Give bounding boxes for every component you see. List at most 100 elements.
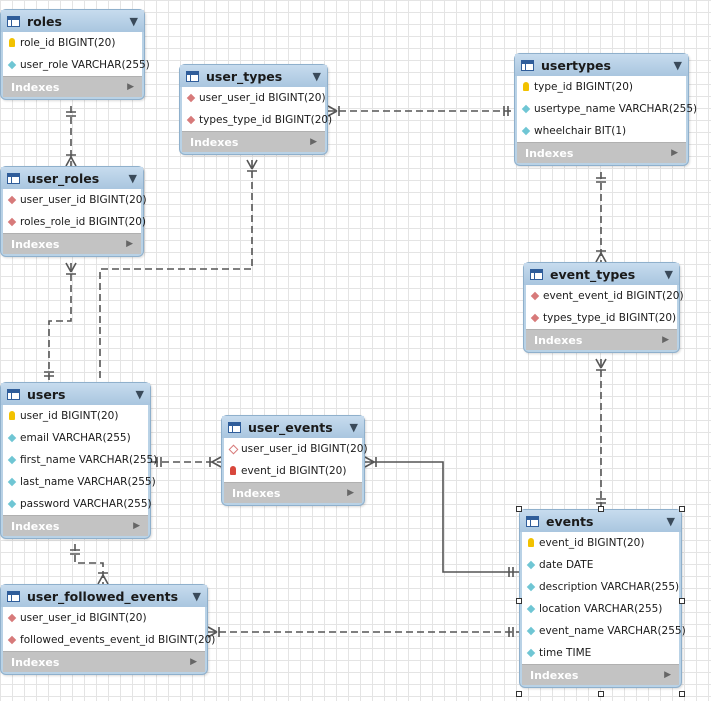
expand-arrow-icon[interactable]: ▶ <box>133 521 140 531</box>
indexes-section[interactable]: Indexes▶ <box>182 131 325 152</box>
expand-arrow-icon[interactable]: ▶ <box>127 82 134 92</box>
collapse-toggle-icon[interactable]: ▼ <box>673 58 682 72</box>
column-row[interactable]: followed_events_event_id BIGINT(20) <box>3 629 215 651</box>
table-usertypes[interactable]: usertypes▼type_id BIGINT(20)usertype_nam… <box>514 53 697 166</box>
collapse-toggle-icon[interactable]: ▼ <box>135 387 144 401</box>
column-row[interactable]: event_id BIGINT(20) <box>224 460 362 482</box>
indexes-label: Indexes <box>11 519 60 533</box>
table-user-followed-events[interactable]: user_followed_events▼user_user_id BIGINT… <box>0 584 215 675</box>
table-name: user_types <box>206 68 283 84</box>
column-row[interactable]: time TIME <box>522 642 679 664</box>
column-row[interactable]: event_event_id BIGINT(20) <box>526 285 684 307</box>
indexes-label: Indexes <box>534 333 583 347</box>
indexes-section[interactable]: Indexes▶ <box>522 664 679 685</box>
collapse-toggle-icon[interactable]: ▼ <box>128 171 137 185</box>
table-header[interactable]: usertypes▼ <box>515 54 688 76</box>
column-label: user_id BIGINT(20) <box>20 410 119 422</box>
column-row[interactable]: roles_role_id BIGINT(20) <box>3 211 146 233</box>
column-row[interactable]: last_name VARCHAR(255) <box>3 471 156 493</box>
column-label: email VARCHAR(255) <box>20 432 131 444</box>
column-row[interactable]: location VARCHAR(255) <box>522 598 679 620</box>
column-label: event_id BIGINT(20) <box>539 537 645 549</box>
indexes-section[interactable]: Indexes ▶ <box>224 482 362 503</box>
column-row[interactable]: usertype_name VARCHAR(255) <box>517 98 697 120</box>
selection-handle[interactable] <box>679 598 685 604</box>
expand-arrow-icon[interactable]: ▶ <box>190 657 197 667</box>
table-icon <box>526 515 539 527</box>
column-label: event_id BIGINT(20) <box>241 465 347 477</box>
collapse-toggle-icon[interactable]: ▼ <box>664 267 673 281</box>
selection-handle[interactable] <box>516 691 522 697</box>
expand-arrow-icon[interactable]: ▶ <box>126 239 133 249</box>
column-row[interactable]: password VARCHAR(255) <box>3 493 152 515</box>
attribute-icon <box>8 455 16 465</box>
column-row[interactable]: user_user_id BIGINT(20) <box>224 438 368 460</box>
expand-arrow-icon[interactable]: ▶ <box>347 488 354 498</box>
selection-handle[interactable] <box>679 691 685 697</box>
selection-handle[interactable] <box>516 598 522 604</box>
selection-handle[interactable] <box>516 506 522 512</box>
foreign-key-icon <box>531 291 539 301</box>
column-row[interactable]: date DATE <box>522 554 679 576</box>
column-row[interactable]: role_id BIGINT(20) <box>3 32 142 54</box>
table-icon <box>228 421 241 433</box>
table-user-roles[interactable]: user_roles ▼ user_user_id BIGINT(20) roles_… <box>0 166 147 257</box>
collapse-toggle-icon[interactable]: ▼ <box>312 69 321 83</box>
indexes-section[interactable]: Indexes▶ <box>3 233 141 254</box>
table-header[interactable]: user_roles ▼ <box>1 167 143 189</box>
table-icon <box>7 172 20 184</box>
column-row[interactable]: user_user_id BIGINT(20) <box>3 189 147 211</box>
table-users[interactable]: users▼ user_id BIGINT(20) email VARCHAR(25… <box>0 382 157 539</box>
column-row[interactable]: user_id BIGINT(20) <box>3 405 148 427</box>
indexes-section[interactable]: Indexes ▶ <box>3 515 148 536</box>
collapse-toggle-icon[interactable]: ▼ <box>192 589 201 603</box>
expand-arrow-icon[interactable]: ▶ <box>662 335 669 345</box>
table-name: user_roles <box>27 170 100 186</box>
table-header[interactable]: user_types ▼ <box>180 65 327 87</box>
column-row[interactable]: description VARCHAR(255) <box>522 576 679 598</box>
indexes-section[interactable]: Indexes▶ <box>3 651 205 672</box>
table-header[interactable]: user_followed_events▼ <box>1 585 207 607</box>
table-roles[interactable]: roles▼role_id BIGINT(20)user_role VARCHA… <box>0 9 150 100</box>
table-header[interactable]: users▼ <box>1 383 150 405</box>
column-row[interactable]: type_id BIGINT(20) <box>517 76 686 98</box>
collapse-toggle-icon[interactable]: ▼ <box>349 420 358 434</box>
collapse-toggle-icon[interactable]: ▼ <box>666 514 675 528</box>
column-row[interactable]: event_id BIGINT(20) <box>522 532 679 554</box>
column-row[interactable]: user_user_id BIGINT(20) <box>3 607 205 629</box>
table-header[interactable]: roles▼ <box>1 10 144 32</box>
expand-arrow-icon[interactable]: ▶ <box>310 137 317 147</box>
table-columns: role_id BIGINT(20)user_role VARCHAR(255) <box>3 32 150 76</box>
table-icon <box>530 268 543 280</box>
indexes-label: Indexes <box>11 80 60 94</box>
table-header[interactable]: events▼ <box>520 510 681 532</box>
column-row[interactable]: types_type_id BIGINT(20) <box>526 307 677 329</box>
selection-handle[interactable] <box>679 506 685 512</box>
column-label: user_user_id BIGINT(20) <box>20 194 147 206</box>
expand-arrow-icon[interactable]: ▶ <box>671 148 678 158</box>
indexes-section[interactable]: Indexes ▶ <box>526 329 677 350</box>
table-user-types[interactable]: user_types ▼ user_user_id BIGINT(20)types_… <box>179 64 332 155</box>
many-cardinality-marker <box>65 262 77 275</box>
indexes-label: Indexes <box>232 486 281 500</box>
selection-handle[interactable] <box>598 506 604 512</box>
table-user-events[interactable]: user_events▼user_user_id BIGINT(20) event… <box>221 415 368 506</box>
column-row[interactable]: wheelchair BIT(1) <box>517 120 686 142</box>
column-row[interactable]: user_user_id BIGINT(20) <box>182 87 326 109</box>
column-row[interactable]: event_name VARCHAR(255) <box>522 620 686 642</box>
expand-arrow-icon[interactable]: ▶ <box>664 670 671 680</box>
indexes-section[interactable]: Indexes ▶ <box>3 76 142 97</box>
selection-handle[interactable] <box>598 691 604 697</box>
column-row[interactable]: first_name VARCHAR(255) <box>3 449 157 471</box>
column-row[interactable]: email VARCHAR(255) <box>3 427 148 449</box>
primary-key-icon <box>8 411 16 421</box>
column-row[interactable]: user_role VARCHAR(255) <box>3 54 150 76</box>
indexes-section[interactable]: Indexes▶ <box>517 142 686 163</box>
collapse-toggle-icon[interactable]: ▼ <box>129 14 138 28</box>
table-event-types[interactable]: event_types▼event_event_id BIGINT(20)typ… <box>523 262 684 353</box>
attribute-icon <box>527 648 535 658</box>
table-header[interactable]: user_events▼ <box>222 416 364 438</box>
table-header[interactable]: event_types▼ <box>524 263 679 285</box>
column-row[interactable]: types_type_id BIGINT(20) <box>182 109 332 131</box>
